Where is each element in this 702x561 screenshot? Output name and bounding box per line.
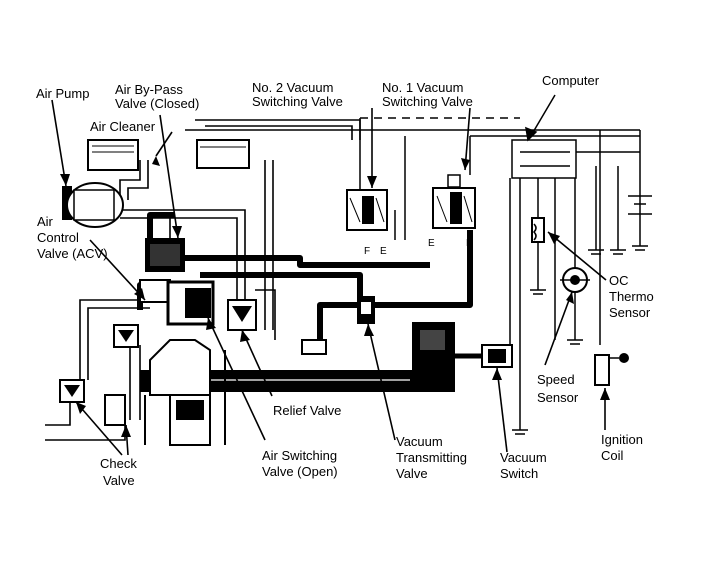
arrowheads — [60, 156, 610, 437]
label-air-cleaner: Air Cleaner — [90, 119, 156, 134]
port-label-f-no2: F — [364, 246, 370, 257]
label-air-pump: Air Pump — [36, 86, 89, 101]
label-no2-vsv-line2: Switching Valve — [252, 94, 343, 109]
label-no2-vsv-line1: No. 2 Vacuum — [252, 80, 333, 95]
labels: Air Pump Air By-Pass Valve (Closed) Air … — [36, 73, 654, 488]
label-vacuum-switch-line1: Vacuum — [500, 450, 547, 465]
electrical-wiring — [185, 94, 652, 435]
air-cleaner-shape — [87, 139, 250, 171]
label-vacuum-switch-line2: Switch — [500, 466, 538, 481]
label-acv-line1: Air — [37, 214, 54, 229]
label-vtv-line3: Valve — [396, 466, 428, 481]
label-no1-vsv-line1: No. 1 Vacuum — [382, 80, 463, 95]
label-vtv-line2: Transmitting — [396, 450, 467, 465]
label-speed-sensor-line2: Sensor — [537, 390, 579, 405]
label-oc-thermo-line2: Thermo — [609, 289, 654, 304]
label-check-valve-line2: Valve — [103, 473, 135, 488]
label-ignition-coil-line2: Coil — [601, 448, 624, 463]
label-air-switching-valve-line1: Air Switching — [262, 448, 337, 463]
engine-cylinder-shape — [144, 339, 226, 446]
ignition-coil-shape — [594, 353, 629, 386]
no2-vsv-shape — [346, 189, 388, 231]
label-no1-vsv-line2: Switching Valve — [382, 94, 473, 109]
check-valves-shape — [59, 324, 139, 426]
hose-fitting-shape — [301, 339, 327, 355]
relief-valve-shape — [227, 299, 257, 331]
speed-sensor-shape — [560, 267, 590, 293]
air-switching-valve-shape — [166, 280, 215, 326]
label-oc-thermo-line1: OC — [609, 273, 629, 288]
no1-vsv-shape — [432, 174, 476, 229]
port-label-e-no2: E — [380, 246, 387, 257]
label-computer: Computer — [542, 73, 600, 88]
label-check-valve-line1: Check — [100, 456, 137, 471]
air-control-valve-shape — [139, 238, 185, 303]
label-oc-thermo-line3: Sensor — [609, 305, 651, 320]
label-speed-sensor-line1: Speed — [537, 372, 575, 387]
label-ignition-coil-line1: Ignition — [601, 432, 643, 447]
port-label-f-no1: F — [466, 238, 472, 249]
leader-lines — [51, 99, 607, 456]
vacuum-transmitting-valve-shape — [357, 296, 375, 324]
oc-thermo-sensor-shape — [531, 217, 545, 243]
port-label-e-no1: E — [428, 238, 435, 249]
label-air-bypass-valve-line2: Valve (Closed) — [115, 96, 199, 111]
label-air-bypass-valve-line1: Air By-Pass — [115, 82, 183, 97]
label-air-switching-valve-line2: Valve (Open) — [262, 464, 338, 479]
label-vtv-line1: Vacuum — [396, 434, 443, 449]
label-acv-line2: Control — [37, 230, 79, 245]
label-acv-line3: Valve (ACV) — [37, 246, 108, 261]
air-pump-shape — [62, 182, 124, 228]
vacuum-switch-shape — [455, 344, 513, 368]
label-relief-valve: Relief Valve — [273, 403, 341, 418]
